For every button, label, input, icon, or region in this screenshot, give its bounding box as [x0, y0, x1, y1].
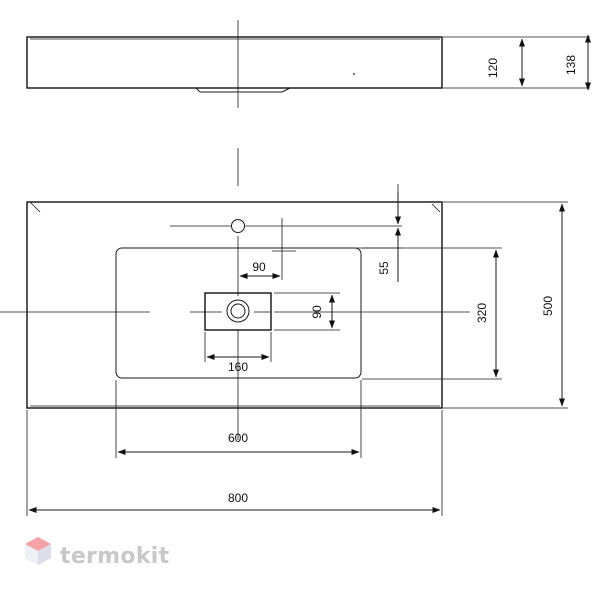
- dim-label-800: 800: [228, 491, 248, 505]
- dim-label-138: 138: [564, 55, 578, 75]
- top-view-outer-outline: [26, 201, 443, 409]
- brand-logo: termokit: [25, 537, 170, 569]
- drain-recess: [204, 292, 272, 331]
- drain-hole-inner: [230, 303, 246, 319]
- side-view-outline: [26, 36, 443, 89]
- brand-name: termokit: [60, 544, 170, 569]
- dim-label-90-horizontal: 90: [252, 260, 266, 274]
- dim-label-160: 160: [228, 360, 248, 374]
- drain-hole-outer: [226, 299, 250, 323]
- dim-label-55: 55: [377, 261, 391, 275]
- tap-hole: [231, 219, 245, 233]
- hexagon-logo-icon: [25, 537, 51, 565]
- dim-label-320: 320: [475, 303, 489, 323]
- dim-label-500: 500: [541, 296, 555, 316]
- dim-label-120: 120: [486, 58, 500, 78]
- dim-label-90-vertical: 90: [310, 305, 324, 319]
- dim-label-600: 600: [228, 431, 248, 445]
- top-view: 90 55 90 160 320 500 600: [0, 148, 568, 516]
- bowl-outline: [115, 247, 362, 379]
- side-view: 120 138: [26, 20, 591, 108]
- side-view-drain-step: [195, 87, 201, 93]
